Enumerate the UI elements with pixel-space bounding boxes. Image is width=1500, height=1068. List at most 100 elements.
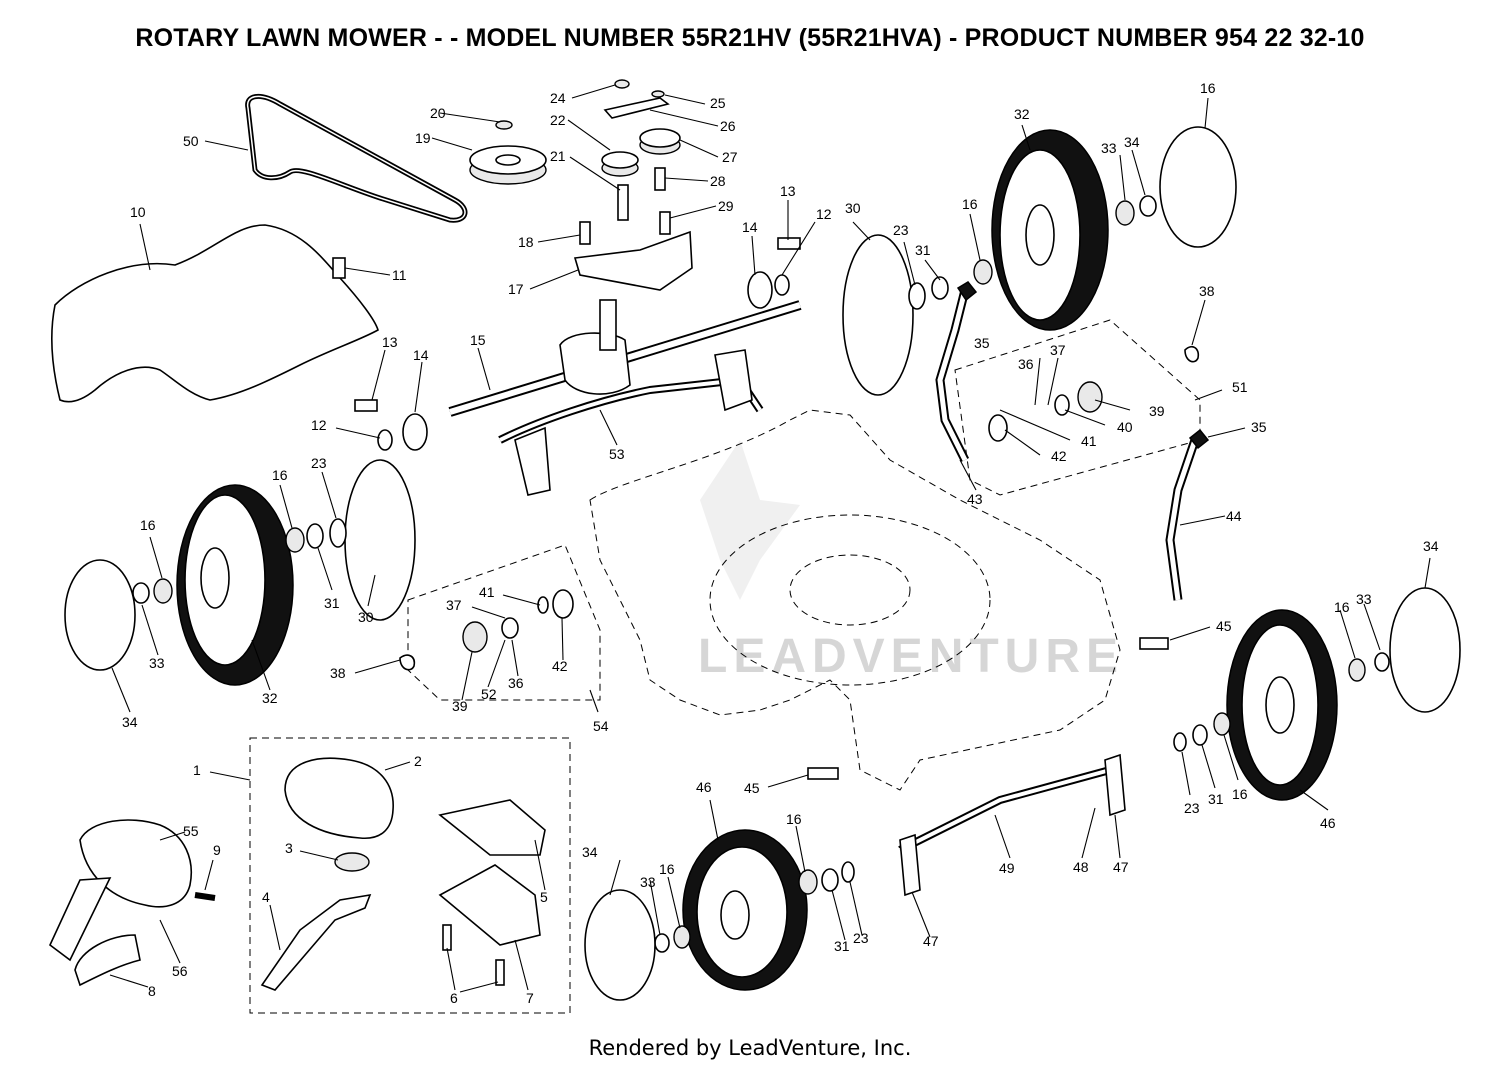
plate-30-right-part [842, 234, 914, 396]
washer-31-front-left-part [821, 868, 839, 892]
nut-33-left-part [132, 582, 150, 604]
rear-cover-10-part [50, 224, 379, 403]
ring-23-front-right-part [1173, 732, 1187, 752]
spacer-16-front-right-part [1213, 712, 1231, 736]
kit-1-outline [249, 737, 571, 1014]
callout-label-32: 32 [1014, 106, 1030, 122]
callout-label-41: 41 [479, 584, 495, 600]
wheel-46-left-part [682, 829, 808, 991]
callout-label-23: 23 [853, 930, 869, 946]
callout-label-16: 16 [1200, 80, 1216, 96]
callout-label-31: 31 [834, 938, 850, 954]
kit-51-outline [954, 319, 1201, 496]
washer-40-part [1054, 394, 1070, 416]
spacer-16-left-b-part [153, 578, 173, 604]
callout-label-24: 24 [550, 90, 566, 106]
bushing-42-lower-part [552, 589, 574, 619]
callout-label-16: 16 [1334, 599, 1350, 615]
bracket-47-right-part [1104, 753, 1126, 817]
washer-31-right-part [931, 276, 949, 300]
bolt-45-right-part [1139, 637, 1169, 650]
hubcap-34-front-right-part [1389, 587, 1461, 713]
callout-label-2: 2 [414, 753, 422, 769]
callout-label-31: 31 [1208, 791, 1224, 807]
plate-5-lower-part [438, 864, 541, 946]
callout-label-38: 38 [330, 665, 346, 681]
clip-38-lower-part [399, 654, 416, 671]
callout-label-48: 48 [1073, 859, 1089, 875]
callout-label-25: 25 [710, 95, 726, 111]
callout-label-13: 13 [382, 334, 398, 350]
callout-label-33: 33 [1101, 140, 1117, 156]
callout-label-42: 42 [1051, 448, 1067, 464]
ring-23-left-part [329, 518, 347, 548]
callout-label-42: 42 [552, 658, 568, 674]
callout-label-43: 43 [967, 491, 983, 507]
callout-label-46: 46 [1320, 815, 1336, 831]
nut-24-part [614, 79, 630, 89]
bolt-13-upper-part [777, 237, 801, 250]
nut-25-part [651, 90, 665, 98]
idler-27-part [639, 128, 681, 155]
shaft-21-part [617, 184, 629, 221]
callout-label-39: 39 [1149, 403, 1165, 419]
bracket-right-part [714, 349, 753, 412]
deck-outline [589, 409, 1121, 791]
nut-33-front-left-part [654, 933, 670, 953]
ring-23-front-left-part [841, 861, 855, 883]
callout-label-10: 10 [130, 204, 146, 220]
plate-30-left-part [344, 459, 416, 621]
screw-11-part [332, 257, 346, 279]
callout-label-33: 33 [149, 655, 165, 671]
clip-38-upper-part [1184, 346, 1200, 363]
callout-label-13: 13 [780, 183, 796, 199]
bracket-26-part [603, 97, 670, 119]
washer-31-left-part [306, 523, 324, 549]
callout-label-31: 31 [324, 595, 340, 611]
callout-label-9: 9 [213, 842, 221, 858]
nut-33-front-right-part [1374, 652, 1390, 672]
callout-label-45: 45 [744, 780, 760, 796]
callout-label-30: 30 [358, 609, 374, 625]
bracket-left-part [514, 426, 551, 496]
callout-label-36: 36 [508, 675, 524, 691]
callout-label-16: 16 [272, 467, 288, 483]
callout-label-23: 23 [1184, 800, 1200, 816]
callout-label-33: 33 [1356, 591, 1372, 607]
bolt-18-part [579, 221, 591, 245]
callout-label-21: 21 [550, 148, 566, 164]
bolt-13-lower-part [354, 399, 378, 412]
spacer-16-front-left-b-part [673, 925, 691, 949]
spacer-16-right-b-part [1115, 200, 1135, 226]
gear-39-upper-part [1077, 381, 1103, 413]
callout-label-33: 33 [640, 874, 656, 890]
callout-label-52: 52 [481, 686, 497, 702]
screw-6-a-part [442, 924, 452, 951]
callout-label-14: 14 [742, 219, 758, 235]
pulley-19-part [469, 145, 547, 185]
callout-label-23: 23 [311, 455, 327, 471]
callout-label-35: 35 [1251, 419, 1267, 435]
callout-label-1: 1 [193, 762, 201, 778]
callout-label-37: 37 [446, 597, 462, 613]
plate-5-upper-part [438, 799, 546, 856]
callout-label-37: 37 [1050, 342, 1066, 358]
callout-label-20: 20 [430, 105, 446, 121]
callout-label-16: 16 [140, 517, 156, 533]
callout-label-40: 40 [1117, 419, 1133, 435]
callout-label-50: 50 [183, 133, 199, 149]
callout-label-35: 35 [974, 335, 990, 351]
bracket-47-left-part [899, 833, 921, 897]
gear-shaft-part [599, 299, 617, 351]
knob-35-lower-part [1188, 428, 1210, 450]
ring-23-right-part [908, 282, 926, 310]
callout-label-32: 32 [262, 690, 278, 706]
bearing-14-upper-part [747, 271, 773, 309]
callout-label-46: 46 [696, 779, 712, 795]
watermark-text: LEADVENTURE [698, 630, 1124, 683]
callout-label-31: 31 [915, 242, 931, 258]
callout-label-34: 34 [1423, 538, 1439, 554]
callout-label-49: 49 [999, 860, 1015, 876]
callout-label-18: 18 [518, 234, 534, 250]
